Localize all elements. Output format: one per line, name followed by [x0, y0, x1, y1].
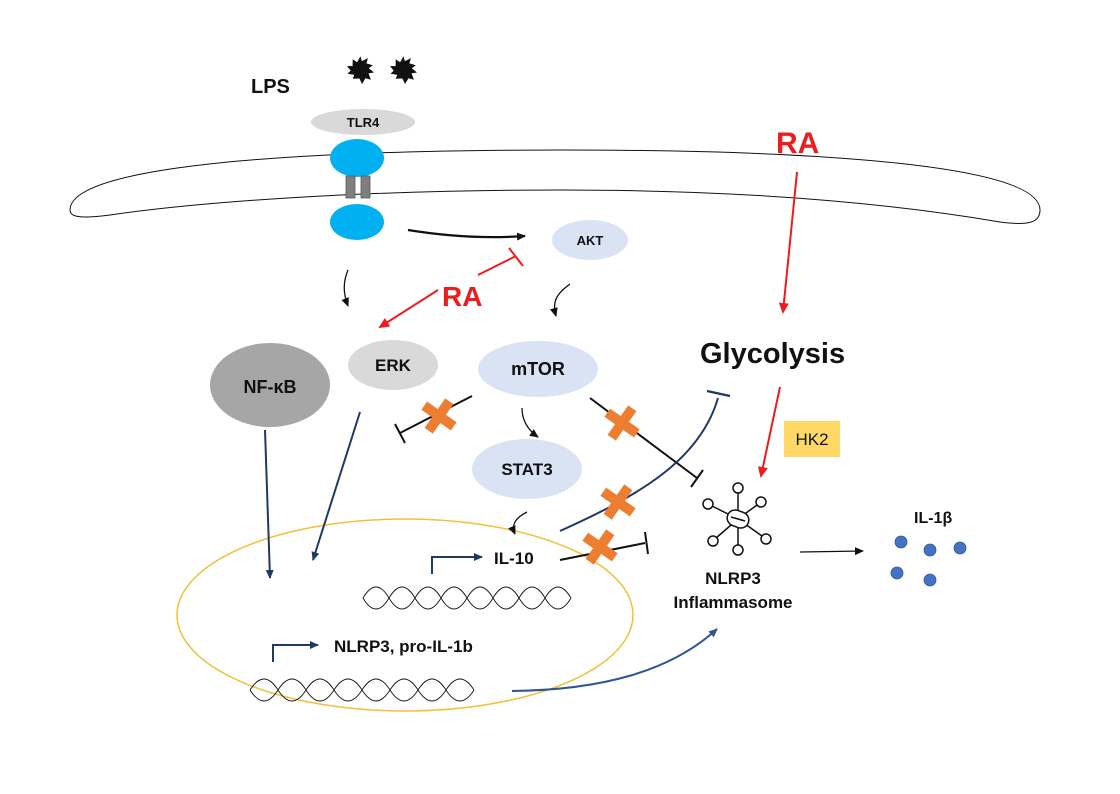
ra-to-erk-arrow [378, 289, 439, 329]
blocked-x-mark [604, 405, 640, 441]
blocked-x-mark [582, 529, 618, 565]
il1b-dots [890, 535, 967, 587]
mtor-inhibits-nlrp3-bar [690, 469, 704, 488]
tlr4-to-akt-arrow [407, 228, 526, 241]
blocked-x-mark [600, 484, 636, 520]
tlr4-node [311, 109, 415, 135]
stat3-to-il10-arrow [508, 511, 528, 535]
il10-inhibits-nlrp3-bar [644, 531, 649, 555]
hk2-badge [784, 421, 840, 457]
nfkb-label: NF-κB [243, 377, 296, 397]
il10-inhibits-glycolysis [559, 397, 719, 532]
nlrp3-inflammasome-label-line2: Inflammasome [673, 593, 792, 612]
nlrp3-dna-icon [249, 678, 475, 702]
cell-membrane [69, 149, 1041, 224]
ra-middle-label: RA [442, 281, 482, 312]
il10-dna-icon [362, 586, 572, 610]
tlr4-label: TLR4 [347, 115, 380, 130]
tlr4-transmembrane-left [345, 175, 356, 199]
il10-label: IL-10 [494, 549, 534, 568]
ra-top-label: RA [776, 127, 819, 160]
akt-to-mtor-arrow [549, 283, 571, 317]
ra-inhibits-akt [477, 255, 517, 276]
mtor-label: mTOR [511, 359, 565, 379]
il10-inhibits-glycolysis-bar [706, 389, 731, 398]
blocked-x-mark [421, 398, 457, 434]
lps-molecule-icon [347, 56, 417, 84]
mtor-to-stat3-arrow [521, 407, 539, 438]
nucleus-to-inflammasome-arrow [511, 628, 718, 692]
il10-promoter-arrow [431, 553, 483, 574]
nlrp3-inflammasome-icon [702, 482, 772, 556]
tlr4-transmembrane-right [360, 175, 371, 199]
mtor-inhibits-nlrp3 [589, 397, 698, 479]
inflammasome-to-il1b-arrow [799, 547, 864, 556]
mtor-node [478, 341, 598, 397]
tlr4-down-arrow [341, 269, 349, 307]
nfkb-node [210, 343, 330, 427]
nucleus [176, 518, 634, 712]
nfkb-to-nucleus-arrow [264, 429, 274, 579]
mtor-inhibits-erk-bar [394, 423, 406, 444]
stat3-node [472, 439, 582, 499]
lps-label: LPS [251, 76, 290, 98]
glycolysis-label: Glycolysis [700, 338, 845, 370]
erk-node [348, 340, 438, 390]
akt-label: AKT [577, 233, 604, 248]
glycolysis-to-nlrp3-arrow [757, 386, 781, 478]
nlrp3-promoter-arrow [272, 641, 319, 662]
nlrp3-inflammasome-label-line1: NLRP3 [705, 569, 761, 588]
tlr4-extracellular-domain [330, 139, 384, 177]
il1b-label: IL-1β [914, 510, 952, 527]
nlrp3-gene-label: NLRP3, pro-IL-1b [334, 637, 473, 656]
ra-to-glycolysis-arrow [778, 171, 798, 314]
erk-label: ERK [375, 356, 412, 375]
ra-inhibits-akt-bar [508, 247, 524, 267]
erk-to-nucleus-arrow [311, 411, 361, 561]
tlr4-intracellular-domain [330, 204, 384, 240]
stat3-label: STAT3 [501, 460, 552, 479]
akt-node [552, 220, 628, 260]
hk2-label: HK2 [795, 430, 828, 449]
